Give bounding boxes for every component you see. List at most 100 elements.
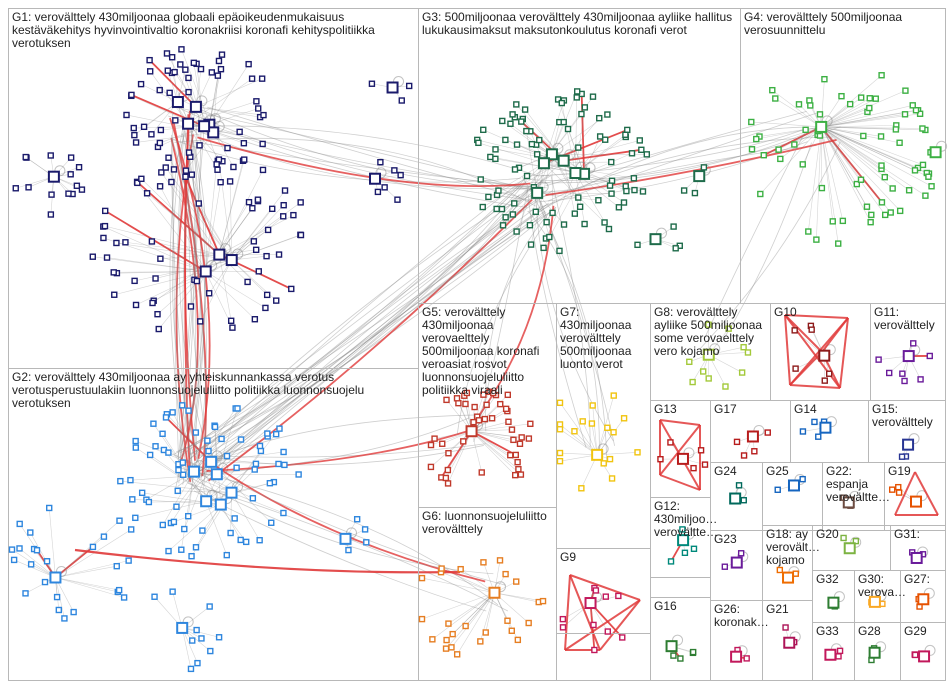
node[interactable] [158,256,163,261]
hub-node[interactable] [678,454,688,464]
node[interactable] [887,370,892,375]
node[interactable] [550,210,555,215]
node[interactable] [513,452,518,457]
node[interactable] [814,237,819,242]
node[interactable] [13,186,18,191]
node[interactable] [611,430,616,435]
node[interactable] [793,366,798,371]
node[interactable] [220,52,225,57]
node[interactable] [589,421,594,426]
node[interactable] [77,165,82,170]
node[interactable] [281,449,286,454]
hub-node[interactable] [732,558,742,568]
node[interactable] [47,505,52,510]
node[interactable] [463,624,468,629]
hub-node[interactable] [650,234,660,244]
node[interactable] [218,180,223,185]
node[interactable] [378,160,383,165]
node[interactable] [274,432,279,437]
node[interactable] [890,186,895,191]
node[interactable] [79,187,84,192]
node[interactable] [183,174,188,179]
node[interactable] [237,129,242,134]
node[interactable] [189,172,194,177]
node[interactable] [283,188,288,193]
node[interactable] [597,116,602,121]
node[interactable] [809,327,814,332]
node[interactable] [432,436,437,441]
node[interactable] [145,191,150,196]
hub-node[interactable] [912,553,922,563]
node[interactable] [592,648,597,653]
node[interactable] [541,245,546,250]
node[interactable] [800,477,805,482]
node[interactable] [282,462,287,467]
node[interactable] [128,478,133,483]
node[interactable] [153,444,158,449]
node[interactable] [691,650,696,655]
node[interactable] [251,239,256,244]
hub-node[interactable] [825,650,835,660]
node[interactable] [690,380,695,385]
node[interactable] [250,206,255,211]
node[interactable] [515,142,520,147]
node[interactable] [186,75,191,80]
node[interactable] [407,83,412,88]
node[interactable] [245,279,250,284]
node[interactable] [869,212,874,217]
hub-node[interactable] [206,457,216,467]
node[interactable] [839,94,844,99]
node[interactable] [35,548,40,553]
hub-node[interactable] [570,168,580,178]
node[interactable] [463,401,468,406]
node[interactable] [224,454,229,459]
hub-node[interactable] [903,440,913,450]
node[interactable] [450,632,455,637]
hub-node[interactable] [816,122,826,132]
node[interactable] [250,496,255,501]
node[interactable] [430,637,435,642]
node[interactable] [250,76,255,81]
hub-node[interactable] [539,158,549,168]
node[interactable] [830,219,835,224]
node[interactable] [260,141,265,146]
node[interactable] [742,453,747,458]
node[interactable] [493,147,498,152]
node[interactable] [158,128,163,133]
node[interactable] [574,95,579,100]
hub-node[interactable] [227,255,237,265]
node[interactable] [207,604,212,609]
node[interactable] [745,350,750,355]
node[interactable] [254,99,259,104]
node[interactable] [920,162,925,167]
node[interactable] [170,589,175,594]
node[interactable] [197,143,202,148]
node[interactable] [929,184,934,189]
node[interactable] [186,90,191,95]
node[interactable] [819,186,824,191]
node[interactable] [800,429,805,434]
node[interactable] [773,96,778,101]
node[interactable] [101,534,106,539]
node[interactable] [602,220,607,225]
node[interactable] [796,102,801,107]
node[interactable] [146,500,151,505]
hub-node[interactable] [783,573,793,583]
node[interactable] [187,150,192,155]
node[interactable] [902,378,907,383]
node[interactable] [257,538,262,543]
hub-node[interactable] [49,172,59,182]
node[interactable] [582,222,587,227]
node[interactable] [229,318,234,323]
node[interactable] [246,62,251,67]
node[interactable] [687,359,692,364]
node[interactable] [616,205,621,210]
node[interactable] [499,207,504,212]
node[interactable] [218,67,223,72]
node[interactable] [504,406,509,411]
hub-node[interactable] [489,588,499,598]
node[interactable] [529,242,534,247]
node[interactable] [510,112,515,117]
node[interactable] [621,200,626,205]
node[interactable] [289,286,294,291]
